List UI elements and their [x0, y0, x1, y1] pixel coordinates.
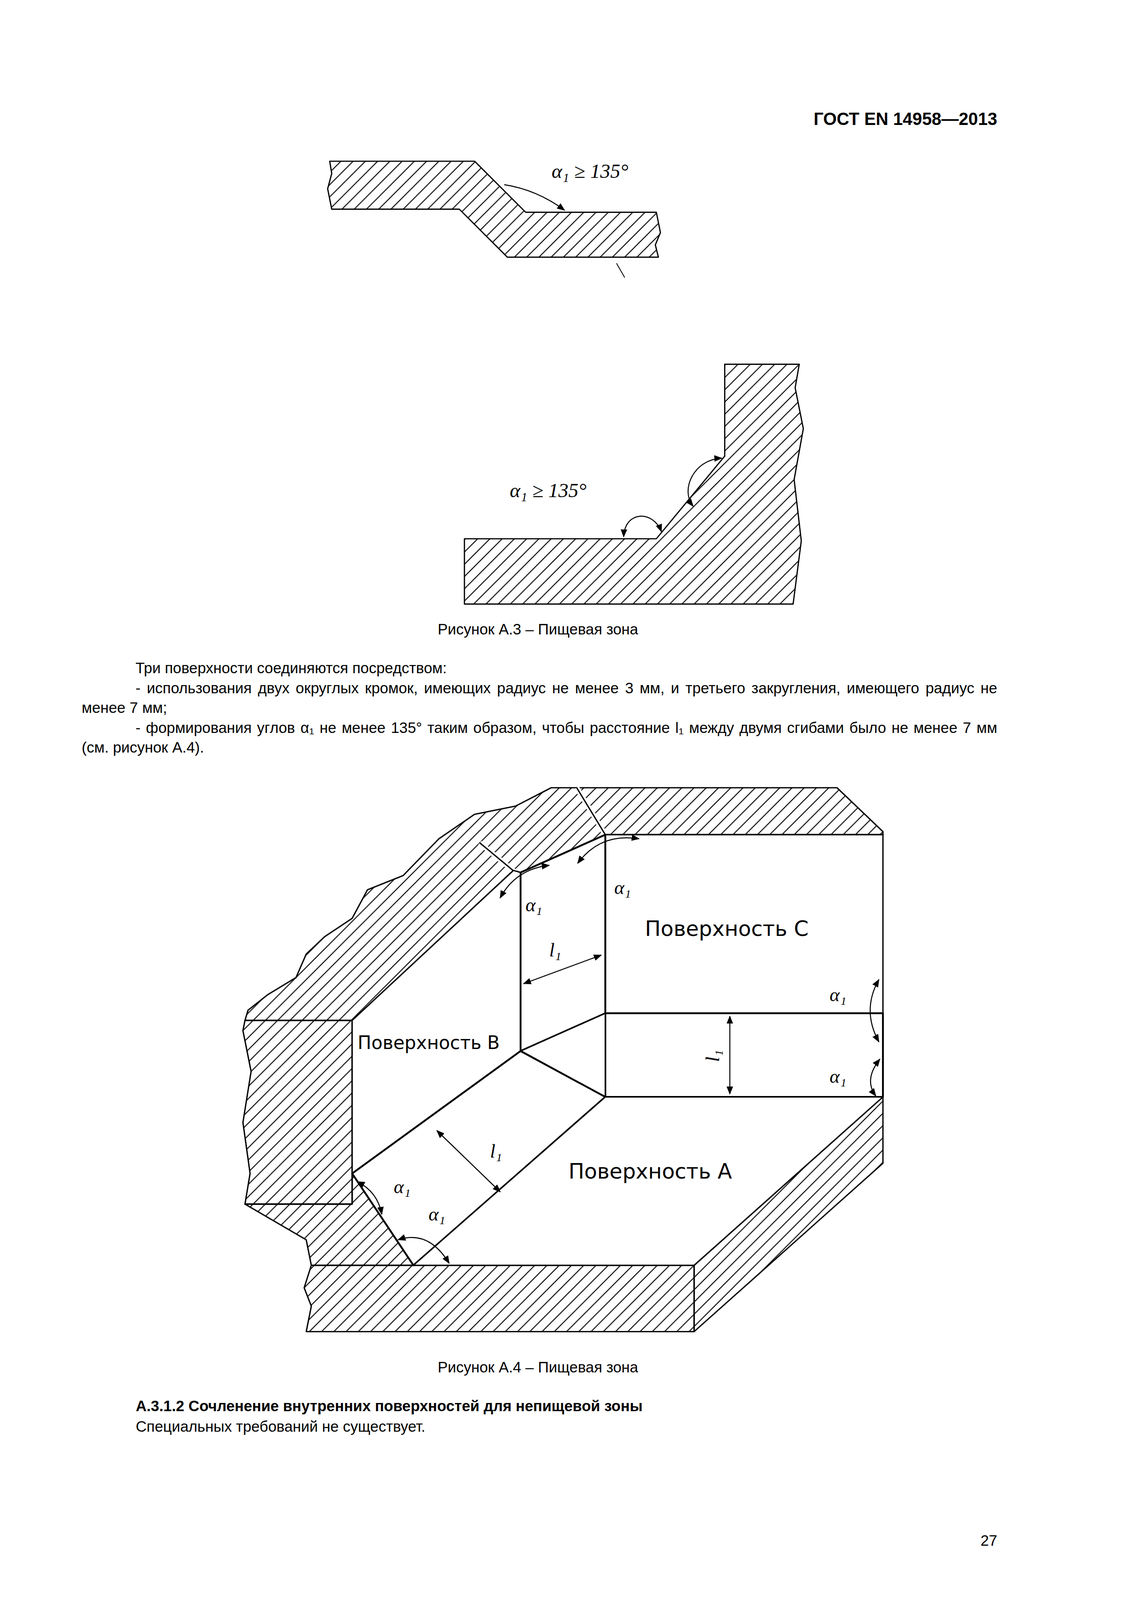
surface-label: Поверхность C — [642, 916, 811, 942]
section-a3-bottom — [464, 364, 804, 605]
dimension-lines — [437, 955, 731, 1193]
dimension-label: l₁ — [488, 1139, 504, 1163]
angle-label: α₁ ≥ 135° — [507, 479, 589, 504]
chamfer-ca — [605, 1013, 884, 1098]
angle-arc — [357, 1182, 382, 1216]
section-heading: А.3.1.2 Сочленение внутренних поверхност… — [135, 1397, 643, 1416]
page-number: 27 — [980, 1532, 998, 1551]
body-text: - формирования углов α₁ не менее 135° та… — [81, 718, 998, 758]
angle-arc — [870, 1059, 880, 1097]
dimension-label: l₁ — [700, 1048, 724, 1065]
angle-label: α₁ — [391, 1175, 413, 1199]
body-text: Специальных требований не существует. — [135, 1418, 426, 1437]
hatched-section — [464, 364, 804, 605]
angle-label: α₁ — [827, 983, 849, 1007]
surface-label: Поверхность A — [566, 1159, 734, 1185]
hatched-floor — [304, 1265, 695, 1332]
angle-label: α₁ — [523, 893, 545, 917]
angle-arc — [623, 516, 662, 538]
angle-arc — [688, 458, 722, 507]
body-text: Три поверхности соединяются посредством: — [81, 658, 998, 679]
running-header: ГОСТ EN 14958—2013 — [813, 109, 997, 131]
text-block: Три поверхности соединяются посредством:… — [81, 658, 998, 758]
face-c — [605, 834, 884, 1014]
surface-face: Поверхность A — [566, 1159, 734, 1185]
angle-label: α₁ — [612, 876, 633, 900]
angle-arc — [577, 838, 639, 864]
stray-mark — [616, 263, 625, 278]
section-a4 — [242, 787, 883, 1332]
surface-label: Поверхность B — [355, 1032, 502, 1054]
angle-arc — [397, 1237, 449, 1264]
face-a — [413, 1097, 883, 1266]
dimension-line — [729, 1016, 731, 1095]
surface-face: Поверхность B — [355, 1032, 502, 1054]
figure-caption: Рисунок А.4 – Пищевая зона — [437, 1358, 638, 1378]
angle-arc — [500, 865, 549, 899]
surface-face: Поверхность C — [642, 916, 811, 942]
angle-arc — [504, 184, 565, 211]
hatched-wall — [242, 1020, 352, 1205]
angle-arc — [870, 980, 879, 1043]
dimension-label: l₁ — [547, 938, 564, 962]
angle-label: α₁ ≥ 135° — [549, 159, 631, 184]
figure-caption: Рисунок А.3 – Пищевая зона — [437, 620, 638, 640]
angle-label: α₁ — [426, 1203, 448, 1226]
angle-label: α₁ — [827, 1065, 849, 1089]
body-text: - использования двух округлых кромок, им… — [81, 678, 998, 719]
